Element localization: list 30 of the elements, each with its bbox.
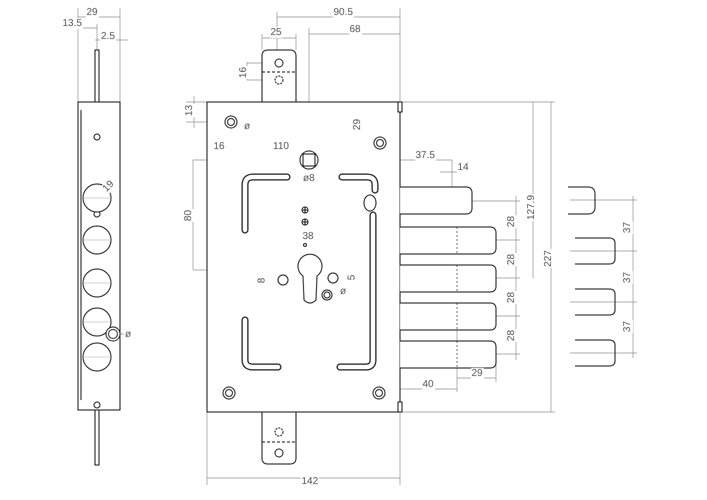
dimension-value: 16: [238, 65, 249, 79]
dimension-value: 29: [470, 368, 484, 378]
dimension-value: 37: [622, 220, 633, 234]
dimension-value: 142: [300, 476, 320, 486]
dimension-value: 28: [506, 328, 517, 342]
dimension-value: 37: [622, 319, 633, 333]
dimension-value: 5: [346, 273, 358, 281]
dimension-value: ø8: [302, 172, 316, 184]
dimension-value: 14: [456, 162, 470, 172]
diameter-symbol: ø: [124, 328, 132, 340]
dimension-value: 68: [348, 24, 362, 34]
dimension-value: 110: [272, 140, 290, 152]
dimension-value: 29: [86, 6, 99, 18]
diameter-symbol: ø: [243, 120, 252, 132]
dimension-value: 80: [182, 208, 194, 222]
dimension-value: 90.5: [332, 6, 354, 18]
dimension-value: 2.5: [100, 30, 116, 42]
dimension-value: 40: [422, 378, 435, 390]
dimension-value: 13: [184, 103, 195, 117]
dimension-value: 37.5: [414, 150, 436, 160]
dimension-value: 8: [256, 276, 268, 284]
dimension-value: 227: [542, 248, 554, 268]
dimension-value: 25: [270, 26, 283, 38]
dimension-value: 28: [506, 290, 517, 304]
dimension-value: 37: [622, 270, 633, 284]
dimension-value: 28: [506, 252, 517, 266]
dimension-value: 28: [506, 214, 517, 228]
dimension-value: 127.9: [526, 193, 537, 221]
dimension-value: 13.5: [62, 18, 83, 28]
diameter-symbol: ø: [339, 286, 348, 296]
